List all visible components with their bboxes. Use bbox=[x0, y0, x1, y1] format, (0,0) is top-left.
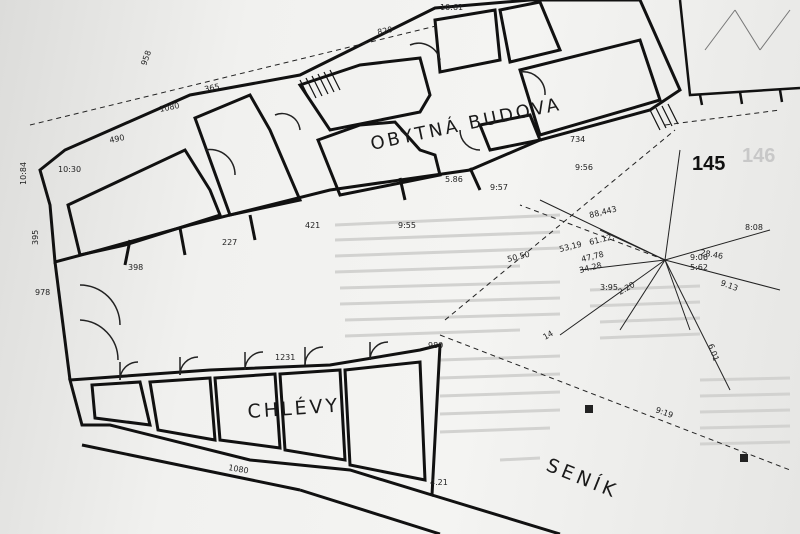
dim-25: 5:62 bbox=[690, 263, 708, 272]
survey-9: 9.13 bbox=[719, 278, 739, 293]
dim-1: 10:61 bbox=[440, 3, 463, 12]
dim-0: 820 bbox=[377, 25, 394, 37]
dim-23: 8:08 bbox=[745, 223, 763, 232]
stairs bbox=[299, 69, 679, 131]
dim-24: 9:06 bbox=[690, 253, 708, 262]
dim-13: 9:55 bbox=[398, 221, 416, 230]
dim-21: 9:19 bbox=[654, 405, 674, 420]
dim-26: 3:95 bbox=[600, 283, 618, 292]
dim-9: 978 bbox=[35, 288, 50, 297]
dim-5: 490 bbox=[109, 133, 126, 145]
dim-4: 365 bbox=[204, 82, 221, 94]
dim-17: 734 bbox=[570, 135, 585, 144]
dim-10: 227 bbox=[222, 238, 237, 247]
dim-19: 980 bbox=[428, 341, 443, 350]
stable-door-arcs bbox=[79, 284, 389, 381]
survey-2: 53,19 bbox=[558, 240, 582, 254]
faded-text-lines bbox=[334, 213, 791, 462]
dim-14: 5.86 bbox=[445, 175, 463, 184]
dim-8: 395 bbox=[31, 230, 40, 245]
neighbour-building bbox=[678, 0, 800, 106]
dim-18: 1231 bbox=[275, 353, 295, 362]
dim-7: 10:84 bbox=[19, 162, 28, 185]
survey-points bbox=[585, 405, 748, 462]
page-number: 145 bbox=[692, 153, 725, 175]
survey-10: 6.01 bbox=[706, 343, 721, 363]
stables-label: CHLÉVY bbox=[247, 394, 341, 423]
dim-16: 9:56 bbox=[575, 163, 593, 172]
dim-15: 9:57 bbox=[490, 183, 508, 192]
dim-11: 398 bbox=[128, 263, 143, 272]
dim-12: 421 bbox=[305, 221, 320, 230]
dim-3: 1080 bbox=[159, 101, 181, 114]
survey-8: 28.46 bbox=[700, 248, 724, 261]
dim-2: 958 bbox=[139, 49, 153, 66]
survey-5: 50.50 bbox=[506, 250, 530, 264]
hayloft-label: SENÍK bbox=[543, 453, 622, 503]
house-door-arcs bbox=[204, 42, 546, 176]
faded-page-number: 146 bbox=[742, 145, 775, 167]
dim-20: 1080 bbox=[228, 463, 250, 475]
survey-6: 14 bbox=[542, 329, 555, 342]
survey-rays bbox=[539, 149, 781, 391]
survey-1: 61.12, bbox=[588, 232, 615, 247]
property-lines bbox=[29, 24, 791, 471]
survey-0: 88,443 bbox=[588, 204, 617, 220]
dim-6: 10:30 bbox=[58, 165, 81, 174]
dim-22: 4.21 bbox=[430, 478, 448, 487]
stables-walls bbox=[53, 261, 561, 534]
